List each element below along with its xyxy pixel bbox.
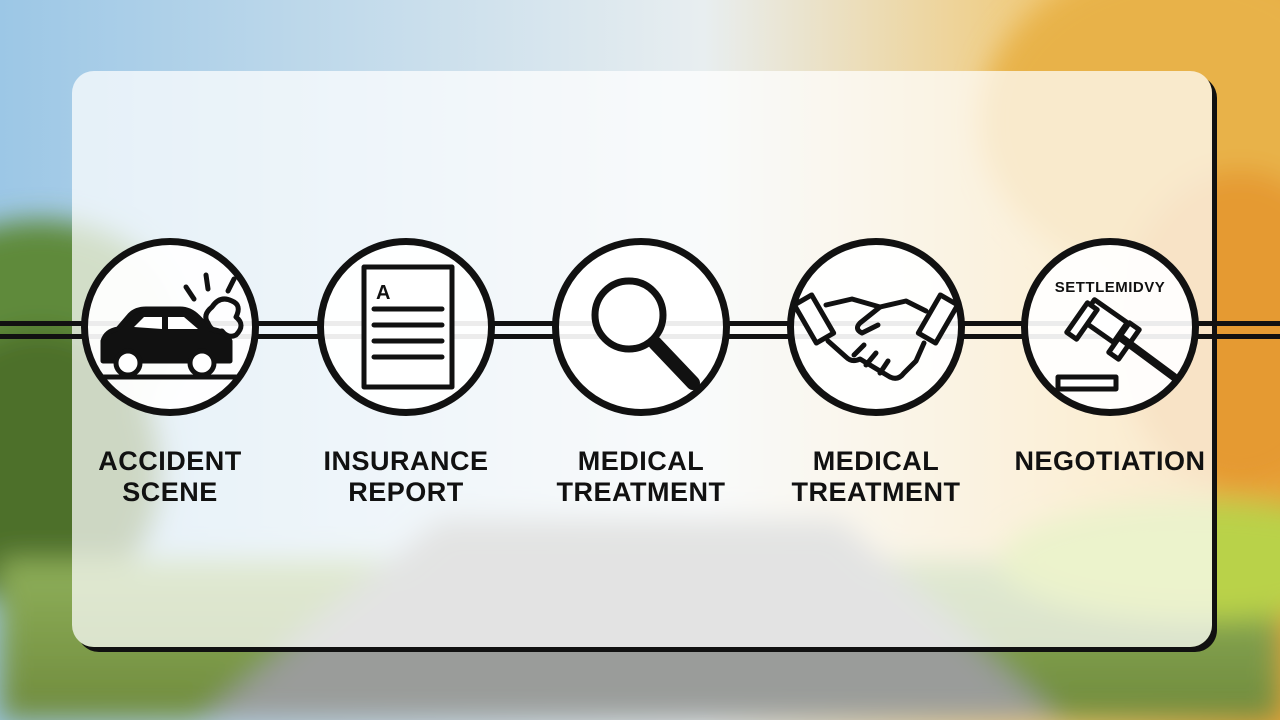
gavel-icon [1055, 297, 1178, 392]
label-line: NEGOTIATION [1014, 446, 1206, 476]
label-line: ACCIDENT [98, 446, 242, 476]
step-label-medical-treatment-2: MEDICAL TREATMENT [766, 446, 986, 508]
step-medical-treatment-2 [787, 238, 965, 416]
label-line: MEDICAL [812, 446, 940, 476]
magnifier-icon [591, 277, 700, 390]
label-line: MEDICAL [577, 446, 705, 476]
handshake-icon [794, 292, 958, 381]
step-label-accident-scene: ACCIDENT SCENE [60, 446, 280, 508]
document-letter: A [376, 282, 390, 304]
step-label-negotiation: NEGOTIATION [1000, 446, 1220, 477]
car-crash-icon [97, 272, 244, 380]
label-line: SCENE [122, 477, 218, 507]
step-label-medical-treatment-1: MEDICAL TREATMENT [531, 446, 751, 508]
step-negotiation: SETTLEMIDVY [1021, 238, 1199, 416]
settlement-sign-text: SETTLEMIDVY [1054, 279, 1166, 296]
step-accident-scene [81, 238, 259, 416]
label-line: TREATMENT [791, 477, 961, 507]
document-icon: A [361, 264, 455, 390]
label-line: INSURANCE [323, 446, 489, 476]
label-line: TREATMENT [556, 477, 726, 507]
step-insurance-report: A [317, 238, 495, 416]
step-label-insurance-report: INSURANCE REPORT [296, 446, 516, 508]
step-medical-treatment-1 [552, 238, 730, 416]
label-line: REPORT [348, 477, 464, 507]
